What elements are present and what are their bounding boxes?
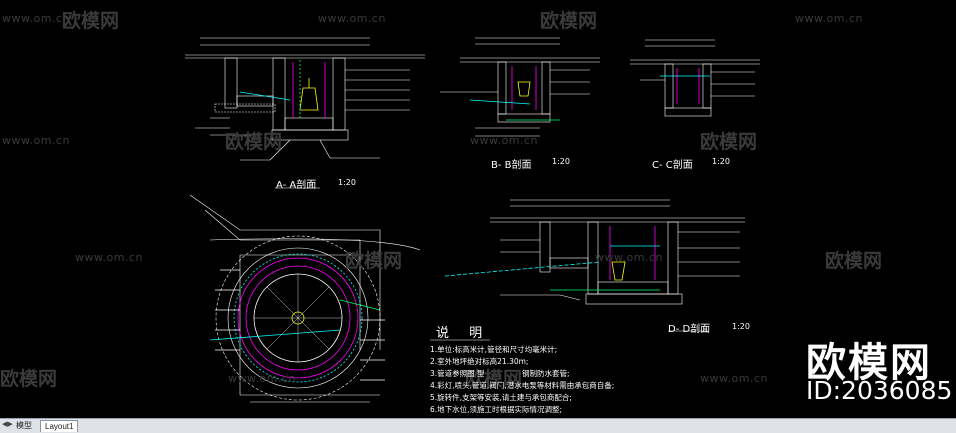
tab-scroll-arrows-icon[interactable]: ◀▶ [2, 420, 13, 428]
watermark-brand: 欧模网 [465, 368, 523, 390]
watermark-brand: 欧模网 [540, 10, 598, 32]
note-item: 6.地下水位,须施工时根据实际情况调整; [430, 405, 563, 414]
section-aa-scale: 1:20 [338, 178, 356, 187]
tab-model[interactable]: 模型 [16, 421, 32, 430]
note-item: 5.旋转件,支架等安装,请土建与承包商配合; [430, 393, 572, 402]
watermark-brand: 欧模网 [345, 250, 403, 272]
watermark-brand: 欧模网 [0, 368, 58, 390]
watermark-brand: 欧模网 [825, 250, 883, 272]
watermark-url: www.om.cn [75, 251, 143, 264]
section-cc-title: C- C剖面 [652, 160, 693, 171]
section-dd-title: D- D剖面 [668, 324, 711, 335]
note-item: 2.室外地坪绝对标高21.30m; [430, 357, 529, 366]
model-id-label: ID:2036085 [806, 376, 953, 405]
watermark-brand: 欧模网 [225, 131, 283, 153]
plan-view-outline [189, 194, 421, 403]
watermark-brand: 欧模网 [62, 10, 120, 32]
watermark-brand: 欧模网 [700, 131, 758, 153]
watermark-url: www.om.cn [700, 372, 768, 385]
section-aa-colored [239, 60, 326, 120]
watermark-url: www.om.cn [318, 12, 386, 25]
section-cc-colored [660, 68, 710, 104]
cad-drawing-canvas[interactable] [0, 0, 956, 418]
section-bb-scale: 1:20 [552, 157, 570, 166]
plan-view-rings [209, 253, 385, 383]
note-item: 4.彩灯,喷头,管道,阀门,潜水电泵等材料需由承包商自备; [430, 381, 615, 390]
brand-watermark-large: 欧模网 [806, 340, 932, 386]
watermark-url: www.om.cn [470, 134, 538, 147]
watermark-url: www.om.cn [228, 372, 296, 385]
watermark-url: www.om.cn [2, 134, 70, 147]
notes-heading: 说 明 [436, 326, 491, 341]
section-bb-title: B- B剖面 [491, 160, 532, 171]
tab-layout1[interactable]: Layout1 [40, 420, 79, 432]
section-dd-scale: 1:20 [732, 322, 750, 331]
section-cc-scale: 1:20 [712, 157, 730, 166]
layout-tab-bar: ◀▶ 模型 Layout1 [0, 418, 956, 433]
section-cc-drawing [630, 39, 760, 117]
section-dd-colored [444, 226, 660, 291]
note-item: 1.单位:标高米计,管径和尺寸均毫米计; [430, 345, 558, 354]
watermark-url: www.om.cn [595, 251, 663, 264]
section-aa-title: A- A剖面 [276, 180, 317, 191]
section-dd-drawing [490, 199, 745, 305]
section-bb-colored [469, 66, 560, 121]
watermark-url: www.om.cn [2, 12, 70, 25]
section-bb-drawing [440, 37, 600, 137]
section-aa-drawing [185, 37, 425, 161]
watermark-url: www.om.cn [795, 12, 863, 25]
note-item: 3.管道参照图 型 钢制防水套管; [430, 369, 570, 378]
